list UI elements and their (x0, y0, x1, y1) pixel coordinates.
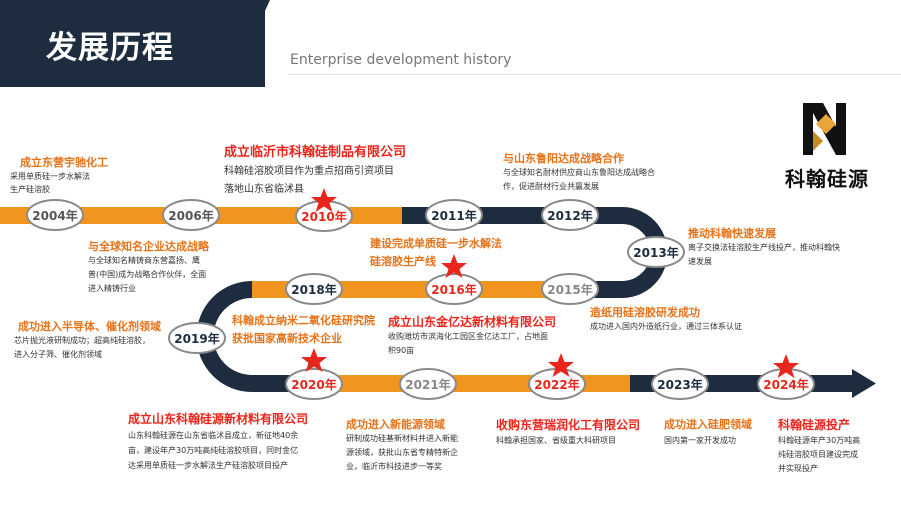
event-2023-title: 成功进入硅肥领域 (664, 418, 752, 431)
event-2015-desc-1: 成功进入国内外造纸行业，通过三体系认证 (590, 322, 742, 331)
event-2006-desc-1: 与全球知名精铸商东营嘉扬、鹰 (88, 256, 200, 265)
year-oval-2012 (541, 199, 599, 231)
event-2024-title: 科翰硅源投产 (778, 418, 851, 432)
year-oval-2013 (627, 236, 685, 268)
event-2006-desc-2: 普(中国)成为战略合作伙伴，全面 (88, 270, 207, 279)
year-label-2020: 2020年 (291, 377, 336, 392)
year-label-2011: 2011年 (431, 208, 476, 223)
event-jinyida-desc-2: 积90亩 (388, 346, 415, 355)
event-2021-desc-3: 业，临沂市科技进步一等奖 (346, 462, 442, 471)
event-2022-title: 收购东营瑞润化工有限公司 (496, 418, 641, 432)
event-2006-title: 与全球知名企业达成战略 (88, 240, 209, 253)
event-2024-desc-2: 纯硅溶胶项目建设完成 (778, 450, 858, 459)
event-2020-desc-2: 亩，建设年产30万吨高纯硅溶胶项目，同时金亿 (128, 446, 299, 455)
event-2019-desc-1: 芯片抛光液研制成功；超高纯硅溶胶， (14, 336, 150, 345)
kehan-logo-icon (803, 103, 846, 155)
event-2019-desc-2: 进入分子筛、催化剂领域 (14, 350, 102, 359)
star-icon-2016 (441, 254, 467, 278)
year-oval-2011 (425, 199, 483, 231)
star-icon-2024 (773, 354, 799, 378)
event-2024-desc-3: 并实现投产 (778, 464, 818, 473)
header-banner-tip (230, 0, 270, 87)
year-label-2023: 2023年 (657, 377, 702, 392)
event-2016-title-2: 硅溶胶生产线 (370, 255, 436, 268)
year-label-2006: 2006年 (168, 208, 213, 223)
year-label-2010: 2010年 (301, 209, 346, 224)
timeline-arrow-head (852, 369, 876, 398)
year-label-2019: 2019年 (174, 331, 219, 346)
event-2012-desc-1: 与全球知名耐材供应商山东鲁阳达成战略合 (503, 168, 655, 177)
event-jinyida-title: 成立山东金亿达新材料有限公司 (388, 315, 557, 329)
event-2019-title: 成功进入半导体、催化剂领域 (18, 320, 161, 333)
event-2021-desc-1: 研制成功硅基新材料并进入新能 (346, 434, 458, 443)
event-2010-desc-2: 落地山东省临沭县 (224, 184, 304, 195)
event-2004-desc-1: 采用单质硅一步水解法 (10, 172, 90, 181)
year-label-2024: 2024年 (763, 377, 808, 392)
event-jinyida-desc-1: 收购潍坊市滨海化工园区金亿达工厂，占地面 (388, 332, 548, 341)
event-2021-title: 成功进入新能源领域 (346, 418, 445, 431)
year-oval-2016 (425, 273, 483, 305)
year-label-2022: 2022年 (534, 377, 579, 392)
event-2020-desc-3: 达采用单质硅一步水解法生产硅溶胶项目投产 (128, 461, 288, 470)
year-oval-2015 (541, 273, 599, 305)
year-oval-2006 (162, 199, 220, 231)
page-subtitle: Enterprise development history (290, 52, 512, 68)
event-2015-title: 造纸用硅溶胶研发成功 (590, 306, 700, 319)
year-label-2018: 2018年 (291, 282, 336, 297)
event-2016-title-1: 建设完成单质硅一步水解法 (370, 237, 502, 250)
event-2013-desc-1: 离子交换法硅溶胶生产线投产，推动科翰快 (688, 243, 840, 252)
page-title: 发展历程 (46, 30, 174, 66)
event-2018-title-2: 获批国家高新技术企业 (232, 332, 342, 345)
year-oval-2021 (399, 368, 457, 400)
star-icon-2020 (301, 348, 327, 372)
event-2024-desc-1: 科翰硅源年产30万吨高 (778, 436, 861, 445)
event-2012-desc-2: 作，促进耐材行业共赢发展 (503, 182, 599, 191)
event-2020-desc-1: 山东科翰硅源在山东省临沭县成立，新征地40余 (128, 431, 299, 440)
event-2018-title-1: 科翰成立纳米二氧化硅研究院 (232, 314, 375, 327)
year-label-2015: 2015年 (547, 282, 592, 297)
event-2013-title: 推动科翰快速发展 (688, 227, 776, 240)
event-2010-title: 成立临沂市科翰硅制品有限公司 (224, 145, 407, 160)
year-label-2016: 2016年 (431, 282, 476, 297)
year-label-2013: 2013年 (633, 245, 678, 260)
event-2010-desc-1: 科翰硅溶胶项目作为重点招商引资项目 (224, 166, 394, 177)
event-2006-desc-3: 进入精铸行业 (88, 284, 136, 293)
event-2023-desc-1: 国内第一家开发成功 (664, 436, 736, 445)
star-icon-2022 (548, 353, 574, 377)
event-2022-desc-1: 科翰承担国家、省级重大科研项目 (496, 436, 616, 445)
year-oval-2020 (285, 368, 343, 400)
logo-name: 科翰硅源 (785, 167, 869, 191)
event-2004-desc-2: 生产硅溶胶 (10, 185, 50, 194)
header-banner (0, 0, 265, 87)
year-oval-2004 (26, 199, 84, 231)
year-label-2021: 2021年 (405, 377, 450, 392)
event-2004-title: 成立东营宇驰化工 (20, 156, 108, 169)
year-oval-2018 (285, 273, 343, 305)
event-2020-title: 成立山东科翰硅源新材料有限公司 (128, 412, 309, 426)
year-oval-2023 (651, 368, 709, 400)
event-2012-title: 与山东鲁阳达成战略合作 (503, 152, 624, 165)
star-icon-2010 (311, 188, 337, 212)
year-label-2004: 2004年 (32, 208, 77, 223)
year-label-2012: 2012年 (547, 208, 592, 223)
year-oval-2019 (168, 322, 226, 354)
event-2013-desc-2: 速发展 (688, 257, 712, 266)
header-divider (288, 74, 901, 75)
event-2021-desc-2: 源领域，获批山东省专精特新企 (346, 448, 458, 457)
